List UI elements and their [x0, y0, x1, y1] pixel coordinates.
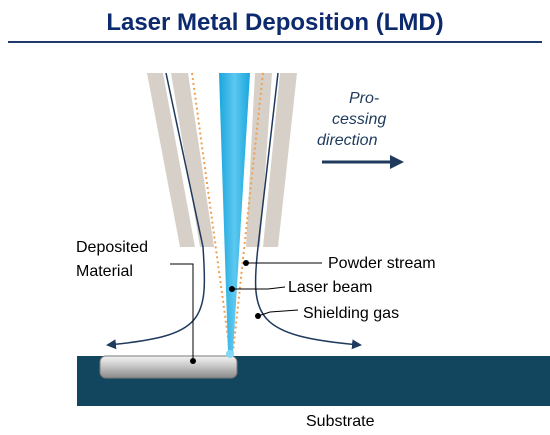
shielding-gas-line-right: [254, 72, 362, 350]
label-laser-beam: Laser beam: [288, 279, 373, 296]
nozzle-outer-left: [147, 73, 195, 247]
direction-line3: direction: [317, 132, 378, 149]
nozzle-outer-right: [263, 73, 297, 247]
powder-stream-right: [232, 72, 264, 353]
leader-dot-laser: [229, 286, 235, 292]
shielding-gas-line-left: [106, 72, 206, 350]
leader-dot-deposited: [190, 358, 196, 364]
laser-beam: [219, 73, 250, 352]
page-title: Laser Metal Deposition (LMD): [106, 9, 443, 36]
label-deposited-line2: Material: [76, 263, 133, 280]
powder-stream-left: [191, 72, 231, 353]
leader-laser: [232, 286, 286, 290]
direction-arrow-head-icon: [390, 155, 404, 169]
leader-gas: [257, 309, 299, 317]
melt-pool: [226, 350, 234, 358]
deposited-bead: [99, 355, 238, 379]
direction-line1: Pro-: [349, 90, 379, 107]
label-powder-stream: Powder stream: [328, 255, 436, 272]
label-shielding-gas: Shielding gas: [303, 305, 399, 322]
leader-dot-powder: [243, 260, 249, 266]
leader-dot-gas: [255, 313, 261, 319]
label-substrate: Substrate: [306, 413, 375, 430]
direction-line2: cessing: [332, 111, 386, 128]
nozzle-inner-left: [171, 73, 214, 247]
nozzle-inner-right: [246, 73, 272, 247]
leader-deposited: [170, 263, 194, 361]
label-deposited-line1: Deposited: [76, 239, 148, 256]
